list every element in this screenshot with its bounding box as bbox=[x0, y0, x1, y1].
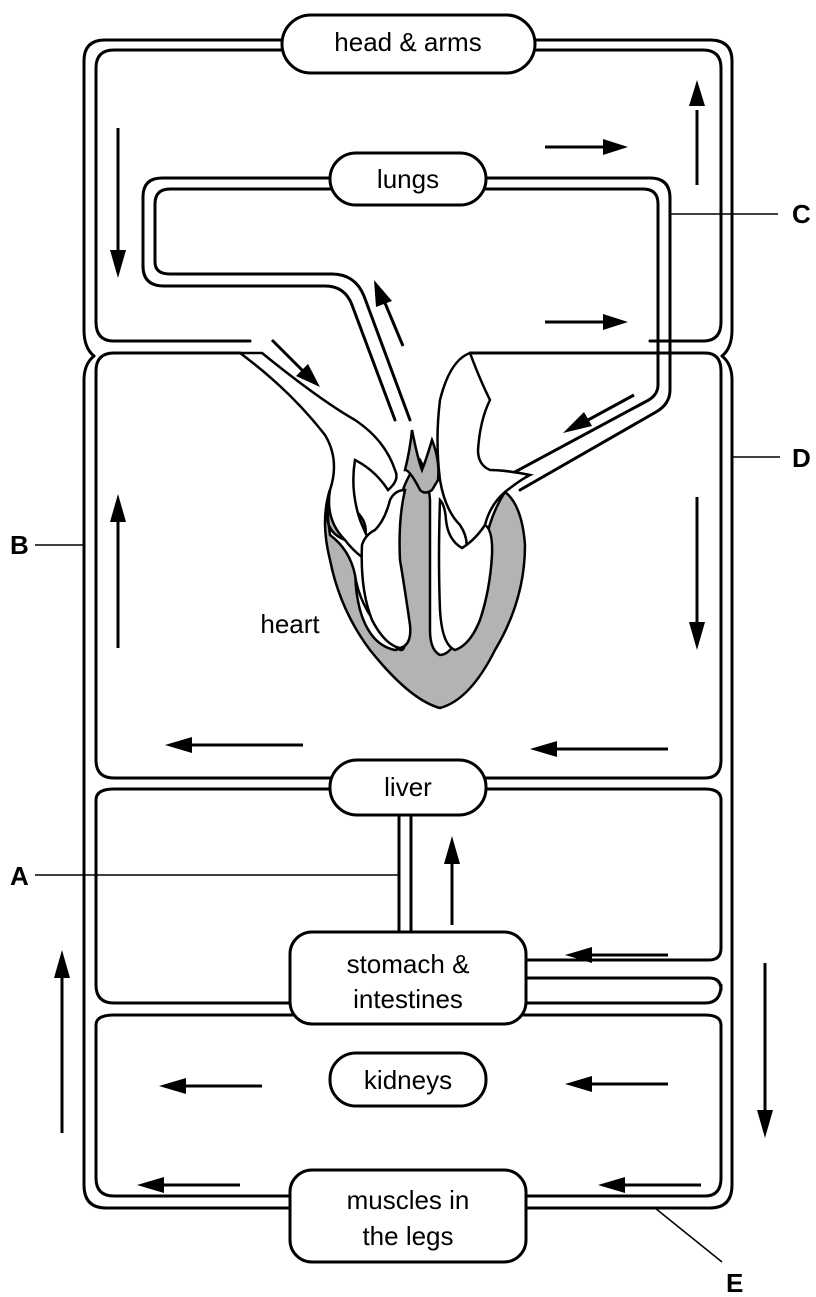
arrow-left-icon bbox=[565, 1076, 668, 1092]
pulmonary-vein-inner bbox=[486, 189, 658, 480]
body-outer-right bbox=[526, 356, 732, 1208]
liver-label: liver bbox=[384, 772, 432, 802]
head-arms-label: head & arms bbox=[334, 27, 481, 57]
heart-label: heart bbox=[260, 609, 320, 639]
kidneys-label: kidneys bbox=[364, 1065, 452, 1095]
label-e: E bbox=[726, 1268, 743, 1297]
hepatic-portal-vein bbox=[399, 815, 411, 932]
muscles-legs-box: muscles in the legs bbox=[290, 1170, 526, 1262]
arrow-up-icon bbox=[110, 494, 126, 648]
muscles-label-line2: the legs bbox=[362, 1221, 453, 1251]
muscles-label-line1: muscles in bbox=[347, 1185, 470, 1215]
stomach-label-line2: intestines bbox=[353, 984, 463, 1014]
leader-e bbox=[655, 1208, 722, 1262]
label-c: C bbox=[792, 199, 811, 229]
pulmonary-vein-outer bbox=[486, 178, 670, 490]
labels: C D B A E bbox=[10, 199, 811, 1297]
arrow-left-icon bbox=[165, 737, 303, 753]
liver-box: liver bbox=[330, 760, 486, 815]
arrow-up-icon bbox=[54, 950, 70, 1133]
arrow-down-icon bbox=[757, 963, 773, 1138]
label-d: D bbox=[792, 443, 811, 473]
arrow-up-icon bbox=[689, 80, 705, 185]
arrow-left-icon bbox=[137, 1177, 240, 1193]
stomach-intestines-box: stomach & intestines bbox=[290, 932, 526, 1024]
label-b: B bbox=[10, 530, 29, 560]
arrow-right-icon bbox=[545, 314, 628, 330]
arrow-down-icon bbox=[110, 128, 126, 278]
kidneys-box: kidneys bbox=[330, 1053, 486, 1106]
arrow-up-icon bbox=[444, 836, 460, 925]
arrow-right-icon bbox=[545, 139, 628, 155]
head-arms-box: head & arms bbox=[282, 15, 535, 73]
body-outer-left bbox=[84, 356, 290, 1208]
arrow-left-icon bbox=[530, 741, 668, 757]
lungs-label: lungs bbox=[377, 164, 439, 194]
label-a: A bbox=[10, 861, 29, 891]
arrow-down-icon bbox=[689, 497, 705, 650]
lungs-box: lungs bbox=[330, 153, 486, 205]
heart-shape bbox=[240, 353, 530, 708]
arrow-left-icon bbox=[598, 1177, 701, 1193]
arrow-left-icon bbox=[159, 1078, 262, 1094]
stomach-label-line1: stomach & bbox=[347, 949, 470, 979]
